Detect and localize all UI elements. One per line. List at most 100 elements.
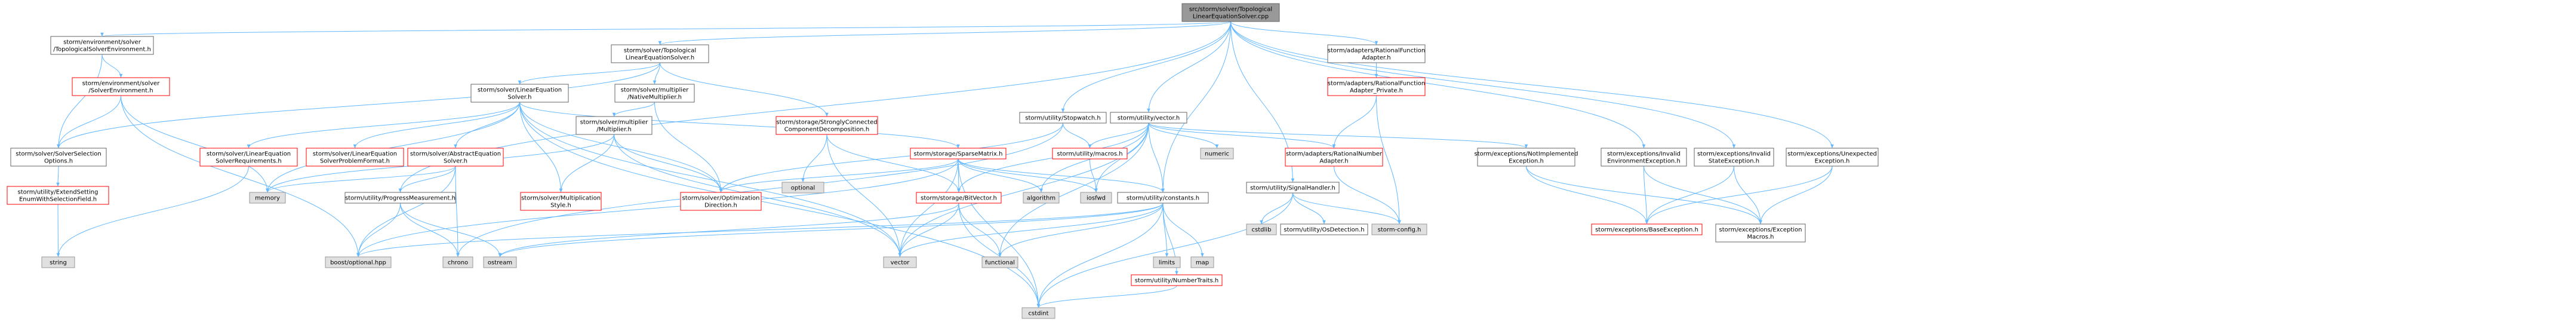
graph-node-notImplEx[interactable]: storm/exceptions/NotImplementedException… [1475, 148, 1578, 167]
graph-edge [1644, 165, 1762, 225]
graph-node-stopwatch[interactable]: storm/utility/Stopwatch.h [1019, 112, 1107, 124]
edge-stopwatch-to-macros [1063, 122, 1092, 149]
graph-node-constants[interactable]: storm/utility/constants.h [1117, 192, 1209, 204]
graph-node-numeric[interactable]: numeric [1200, 148, 1234, 160]
graph-node-root[interactable]: src/storm/solver/TopologicalLinearEquati… [1181, 3, 1280, 22]
graph-node-optional[interactable]: optional [781, 182, 824, 194]
node-label-line: storm/solver/Multiplication [521, 195, 601, 202]
node-label-line: optional [791, 185, 815, 192]
graph-node-numberTraits[interactable]: storm/utility/NumberTraits.h [1131, 274, 1223, 286]
node-label-line: ostream [488, 260, 512, 266]
graph-node-bitVector[interactable]: storm/storage/BitVector.h [916, 192, 1002, 204]
node-box [199, 148, 298, 167]
graph-edge [519, 102, 563, 193]
graph-edge [56, 165, 60, 187]
node-box [7, 186, 109, 205]
graph-node-stormConfig[interactable]: storm-config.h [1371, 223, 1427, 235]
graph-node-osDetection[interactable]: storm/utility/OsDetection.h [1280, 223, 1368, 235]
graph-node-nativeMult[interactable]: storm/solver/multiplier/NativeMultiplier… [614, 84, 695, 103]
graph-node-extendSetting[interactable]: storm/utility/ExtendSettingEnumWithSelec… [7, 186, 109, 205]
graph-node-linEqReq[interactable]: storm/solver/LinearEquationSolverRequire… [199, 148, 298, 167]
graph-node-baseEx[interactable]: storm/exceptions/BaseException.h [1591, 223, 1703, 235]
edge-ratNumAdapter-to-stormConfig [1334, 165, 1401, 225]
graph-edge [1162, 203, 1204, 258]
edge-stopwatch-to-optDirection [719, 122, 1063, 193]
graph-edge [998, 203, 1164, 258]
graph-node-multiplier[interactable]: storm/solver/multiplier/Multiplier.h [575, 116, 653, 135]
graph-node-chrono[interactable]: chrono [442, 256, 473, 268]
node-label-line: storm/exceptions/BaseException.h [1595, 227, 1698, 234]
graph-node-signalHandler[interactable]: storm/utility/SignalHandler.h [1246, 182, 1340, 194]
graph-node-topoEnv[interactable]: storm/environment/solver/TopologicalSolv… [50, 36, 154, 55]
graph-node-sccDecomp[interactable]: storm/storage/StronglyConnectedComponent… [775, 116, 878, 135]
graph-node-ratFuncPriv[interactable]: storm/adapters/RationalFunctionAdapter_P… [1327, 77, 1426, 96]
edge-linEqSolver-to-optDirection [519, 102, 723, 193]
graph-node-topoSolver[interactable]: storm/solver/TopologicalLinearEquationSo… [611, 44, 709, 63]
graph-node-iosfwd[interactable]: iosfwd [1080, 192, 1112, 204]
edge-progressMeas-to-chrono [400, 203, 460, 258]
edge-constants-to-boostOptional [356, 203, 1164, 258]
graph-edge [1645, 165, 1833, 225]
graph-node-invalidEnvEx[interactable]: storm/exceptions/InvalidEnvironmentExcep… [1601, 148, 1687, 167]
edge-linEqSolver-to-cstdint [519, 102, 1041, 308]
node-box [407, 148, 504, 167]
graph-node-vectorStd[interactable]: vector [883, 256, 917, 268]
graph-edge [266, 165, 456, 193]
graph-edge [498, 203, 1164, 258]
graph-node-linEqSolver[interactable]: storm/solver/LinearEquationSolver.h [470, 84, 569, 103]
graph-node-cstdint[interactable]: cstdint [1021, 307, 1055, 319]
node-label-line: storm/solver/Topological [624, 48, 696, 54]
node-box [306, 148, 404, 167]
node-label-line: storm/exceptions/Invalid [1607, 151, 1681, 158]
edge-root-to-topoEnv [101, 21, 1231, 37]
graph-node-memory[interactable]: memory [249, 192, 286, 204]
graph-node-ostream[interactable]: ostream [483, 256, 517, 268]
node-label-line: storm/storage/SparseMatrix.h [914, 151, 1003, 158]
node-label-line: storm/utility/ProgressMeasurement.h [345, 195, 456, 202]
graph-node-algorithm[interactable]: algorithm [1023, 192, 1060, 204]
edge-multiplier-to-optDirection [614, 134, 723, 193]
node-box [41, 256, 75, 268]
node-box [10, 148, 107, 167]
graph-node-map[interactable]: map [1190, 256, 1214, 268]
graph-edge [353, 102, 520, 149]
graph-edge [1161, 21, 1231, 193]
edge-constants-to-cstdint [1036, 203, 1164, 308]
node-label-line: storm/solver/multiplier [580, 119, 649, 126]
edge-constants-to-map [1162, 203, 1204, 258]
graph-node-boostOptional[interactable]: boost/optional.hpp [325, 256, 392, 268]
node-label-line: Adapter_Private.h [1350, 88, 1403, 94]
graph-node-sparseMatrix[interactable]: storm/storage/SparseMatrix.h [910, 148, 1007, 160]
graph-node-cstdlib[interactable]: cstdlib [1246, 223, 1277, 235]
graph-edge [1644, 165, 1649, 225]
graph-node-macros[interactable]: storm/utility/macros.h [1052, 148, 1128, 160]
graph-node-string[interactable]: string [41, 256, 75, 268]
node-box [1327, 77, 1426, 96]
node-box [775, 116, 878, 135]
edge-absEqSolver-to-boostOptional [356, 165, 456, 258]
node-box [1052, 148, 1128, 160]
edge-constants-to-functional [998, 203, 1164, 258]
graph-node-linEqProbFmt[interactable]: storm/solver/LinearEquationSolverProblem… [306, 148, 404, 167]
edge-constants-to-ostream [498, 203, 1164, 258]
graph-node-limits[interactable]: limits [1153, 256, 1181, 268]
edge-solverEnv-to-boostOptional [121, 95, 360, 258]
node-label-line: memory [255, 195, 280, 202]
edge-root-to-unexpectedEx [1230, 21, 1834, 149]
graph-edge [958, 158, 1098, 193]
graph-node-solverEnv[interactable]: storm/environment/solver/SolverEnvironme… [72, 77, 170, 96]
edge-sccDecomp-to-vectorStd [826, 134, 902, 258]
graph-node-vectorH[interactable]: storm/utility/vector.h [1110, 112, 1187, 124]
graph-node-progressMeas[interactable]: storm/utility/ProgressMeasurement.h [344, 192, 456, 204]
node-box [1477, 148, 1575, 167]
graph-node-functional[interactable]: functional [981, 256, 1018, 268]
